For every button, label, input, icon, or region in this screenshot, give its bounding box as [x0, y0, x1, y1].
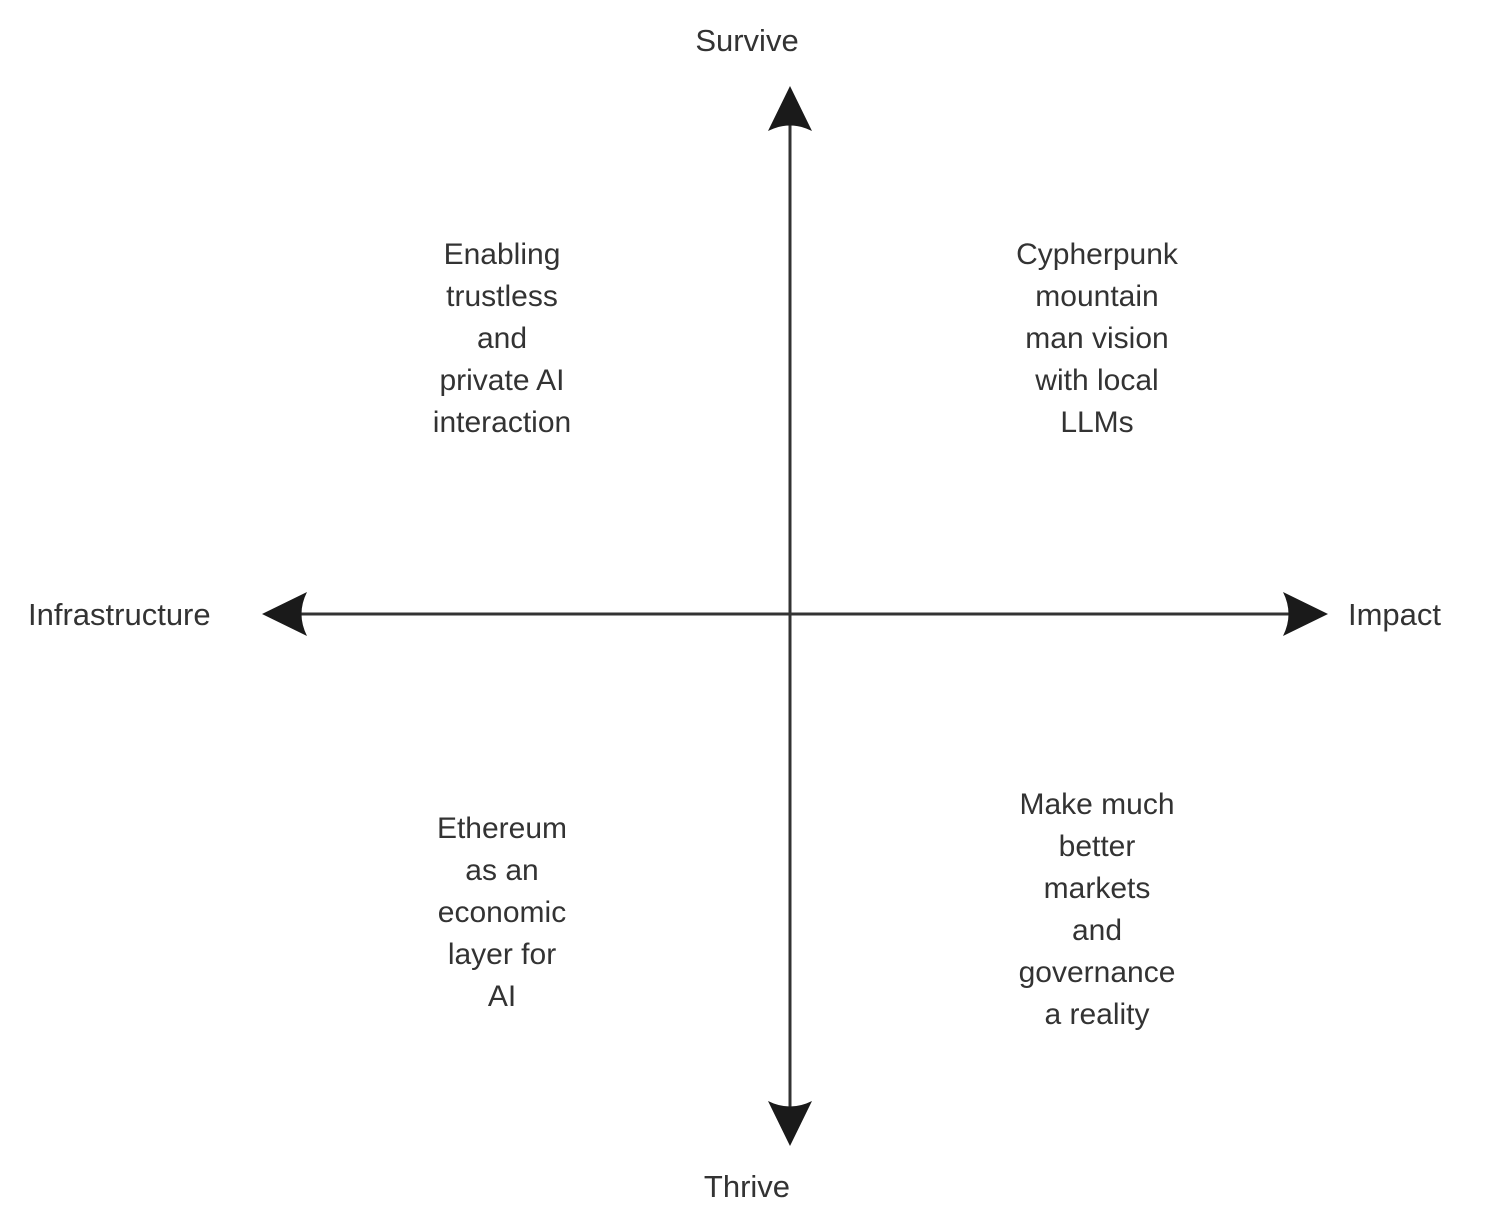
- down-arrowhead-icon: [768, 1101, 812, 1146]
- quadrant-label-bottom-right: Make much better markets and governance …: [1018, 788, 1176, 1031]
- axis-label-impact: Impact: [1348, 597, 1442, 632]
- quadrant-label-top-left: Enabling trustless and private AI intera…: [432, 238, 572, 439]
- axis-label-thrive: Thrive: [703, 1169, 791, 1204]
- quadrant-label-top-right: Cypherpunk mountain man vision with loca…: [1016, 238, 1178, 439]
- axis-label-infrastructure: Infrastructure: [28, 597, 211, 632]
- left-arrowhead-icon: [262, 592, 307, 636]
- right-arrowhead-icon: [1283, 592, 1328, 636]
- up-arrowhead-icon: [768, 86, 812, 131]
- axis-label-survive: Survive: [695, 23, 799, 58]
- quadrant-label-bottom-left: Ethereum as an economic layer for AI: [436, 812, 568, 1013]
